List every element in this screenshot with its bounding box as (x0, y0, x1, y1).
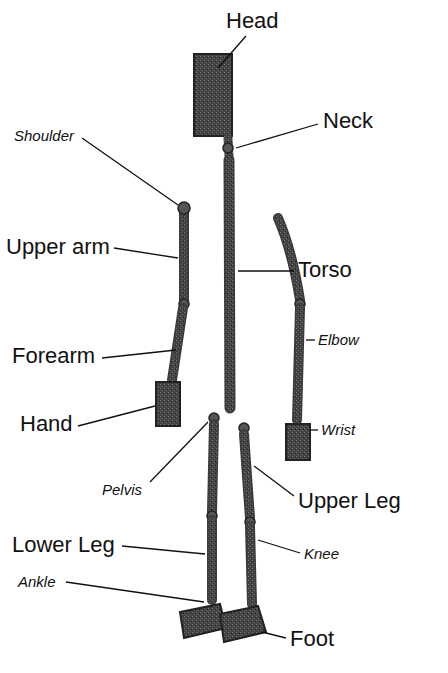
part-label: Neck (323, 108, 373, 133)
lower-leg-segment (207, 520, 217, 600)
shoulder-joint (178, 202, 190, 214)
part-label: Upper arm (6, 234, 110, 259)
part-label: Upper Leg (298, 488, 401, 513)
body-segments (156, 54, 310, 642)
upper-leg-segment (212, 424, 214, 512)
forearm-segment (172, 308, 183, 380)
part-label: Hand (20, 411, 73, 436)
foot-block (180, 604, 226, 638)
part-label: Pelvis (102, 481, 142, 498)
hand-block (156, 382, 180, 426)
head-block (194, 54, 232, 136)
part-label: Knee (304, 545, 339, 562)
part-label: Forearm (12, 343, 95, 368)
part-label: Elbow (318, 331, 359, 348)
upper-arm-segment (179, 208, 189, 300)
hand-block (286, 424, 310, 460)
upper-leg-segment (244, 434, 250, 518)
part-label: Foot (290, 626, 334, 651)
foot-block (220, 606, 266, 642)
part-label: Torso (298, 257, 352, 282)
upper-arm-segment (278, 218, 300, 300)
forearm-segment (297, 308, 300, 420)
part-label: Lower Leg (12, 532, 115, 557)
lower-leg-segment (250, 526, 252, 604)
part-label: Shoulder (14, 127, 74, 144)
torso-segment (229, 160, 230, 408)
part-label: Head (226, 8, 279, 33)
part-label: Ankle (18, 573, 56, 590)
part-label: Wrist (321, 421, 355, 438)
